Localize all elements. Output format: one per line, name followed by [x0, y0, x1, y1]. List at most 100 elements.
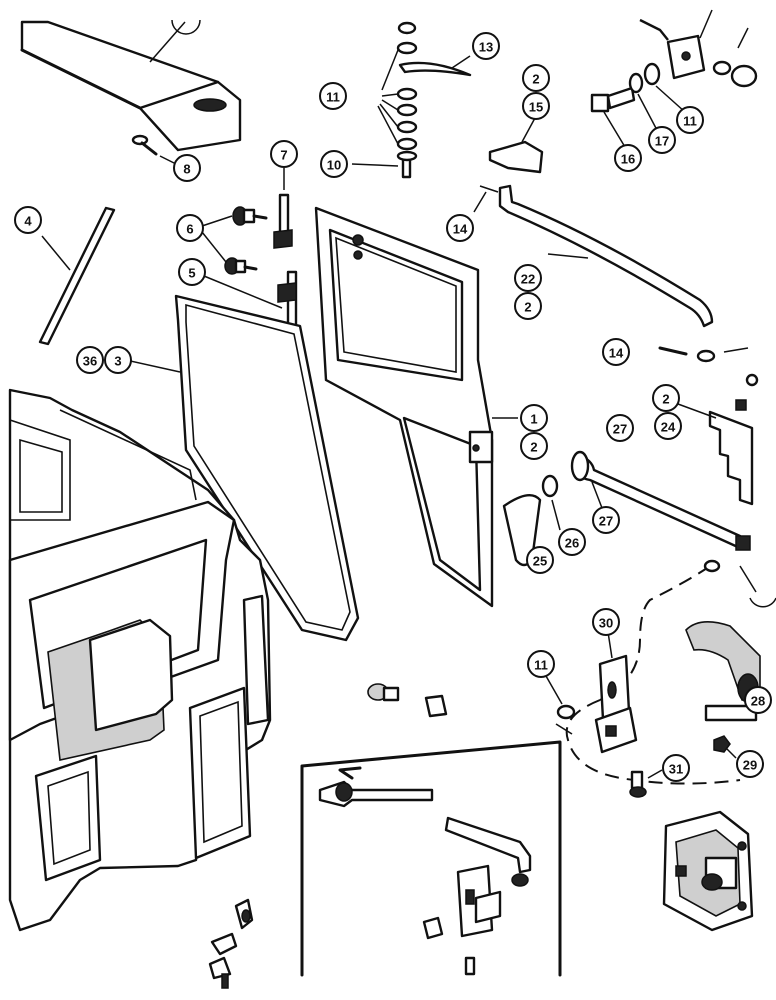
callout-circle	[527, 650, 555, 678]
plate-24	[708, 410, 754, 506]
callout-number: 5	[188, 266, 195, 281]
screw-8-part	[131, 134, 158, 156]
callout-number: 8	[183, 162, 190, 177]
callout-circle	[652, 384, 680, 412]
pin-7	[273, 193, 293, 249]
callout-c2c: 2	[652, 384, 680, 412]
callout-c10: 10	[320, 150, 348, 178]
callout-c14b: 14	[602, 338, 630, 366]
callout-circle	[736, 750, 764, 778]
rod-27	[570, 450, 751, 551]
callout-number: 14	[453, 222, 468, 237]
callout-c7: 7	[270, 140, 298, 168]
callout-number: 29	[743, 758, 757, 773]
callout-circle	[522, 92, 550, 120]
callout-circle	[14, 206, 42, 234]
callout-circle	[744, 686, 772, 714]
pin-lower	[367, 683, 400, 702]
callout-circle	[520, 432, 548, 460]
callout-number: 17	[655, 134, 669, 149]
callout-number: 15	[529, 100, 543, 115]
callout-circle	[558, 528, 586, 556]
bolt-16	[590, 86, 636, 113]
callout-c16: 16	[614, 144, 642, 172]
callout-circle	[178, 258, 206, 286]
callout-circle	[319, 82, 347, 110]
callout-number: 31	[669, 762, 683, 777]
callout-c11b: 11	[676, 106, 704, 134]
screw-31	[629, 770, 647, 798]
lock-assembly	[662, 810, 754, 932]
callout-circle	[176, 214, 204, 242]
callout-circle	[526, 546, 554, 574]
door-gasket-3	[174, 294, 360, 642]
callout-circle	[602, 338, 630, 366]
hinge-5	[277, 270, 298, 329]
callout-c2b: 2	[514, 292, 542, 320]
callout-circle	[472, 32, 500, 60]
callout-number: 2	[662, 392, 669, 407]
keys	[208, 898, 254, 989]
small-bolt	[735, 373, 759, 411]
callout-c31: 31	[662, 754, 690, 782]
callout-number: 14	[609, 346, 624, 361]
callout-circle	[662, 754, 690, 782]
callout-c8: 8	[173, 154, 201, 182]
callout-circle	[520, 404, 548, 432]
callout-number: 11	[326, 90, 340, 105]
callout-c36: 36	[76, 346, 104, 374]
callout-c11c: 11	[527, 650, 555, 678]
callout-circle	[676, 106, 704, 134]
partial-callout-top	[171, 19, 201, 35]
callout-number: 2	[532, 72, 539, 87]
latch-plate-30	[594, 654, 638, 754]
knob-6a	[232, 206, 268, 226]
callout-circle	[76, 346, 104, 374]
callout-c15: 15	[522, 92, 550, 120]
callout-circle	[648, 126, 676, 154]
callout-circle	[592, 506, 620, 534]
callout-number: 4	[24, 214, 32, 229]
door-frame-1	[314, 206, 494, 608]
washer-stack	[396, 21, 418, 179]
bracket-15	[488, 140, 544, 174]
callout-number: 3	[114, 354, 121, 369]
callout-number: 2	[524, 300, 531, 315]
callout-number: 25	[533, 554, 547, 569]
callout-circle	[514, 264, 542, 292]
callout-c17: 17	[648, 126, 676, 154]
callout-circle	[522, 64, 550, 92]
callout-circle	[173, 154, 201, 182]
callout-circle	[592, 608, 620, 636]
callout-circle	[514, 292, 542, 320]
callout-c14a: 14	[446, 214, 474, 242]
callout-c24: 24	[654, 412, 682, 440]
callout-circle	[614, 144, 642, 172]
callout-c4: 4	[14, 206, 42, 234]
callout-c27a: 27	[606, 414, 634, 442]
callout-number: 24	[661, 420, 676, 435]
callout-c11a: 11	[319, 82, 347, 110]
callout-c25: 25	[526, 546, 554, 574]
rod-22	[498, 184, 714, 328]
callout-circle	[270, 140, 298, 168]
callout-c29: 29	[736, 750, 764, 778]
callout-number: 27	[613, 422, 627, 437]
callout-number: 2	[530, 440, 537, 455]
callout-c27b: 27	[592, 506, 620, 534]
cab-frame	[8, 388, 272, 932]
callout-number: 6	[186, 222, 193, 237]
callout-number: 22	[521, 272, 535, 287]
callout-number: 16	[621, 152, 635, 167]
callout-number: 26	[565, 536, 579, 551]
nut-lower	[424, 694, 448, 718]
knob-6b	[224, 257, 258, 275]
callout-number: 36	[83, 354, 97, 369]
callout-number: 7	[280, 148, 287, 163]
callout-c6: 6	[176, 214, 204, 242]
callout-number: 13	[479, 40, 493, 55]
leader-top	[149, 21, 186, 63]
callout-number: 28	[751, 694, 765, 709]
